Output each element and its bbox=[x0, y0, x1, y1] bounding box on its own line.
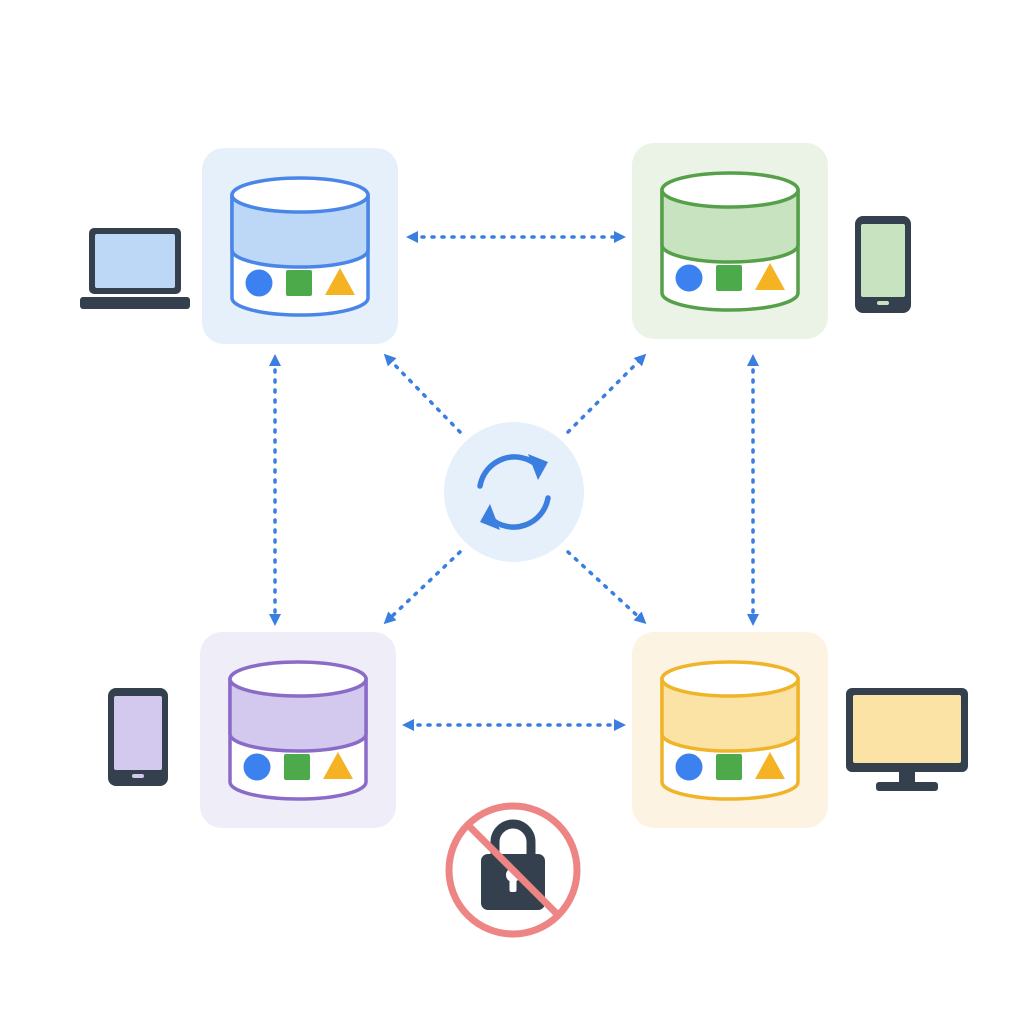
phone-icon bbox=[108, 688, 168, 786]
database-lid bbox=[660, 171, 800, 209]
spoke-to-bottom-left bbox=[383, 550, 462, 625]
phone-button bbox=[877, 301, 889, 305]
monitor-icon bbox=[846, 688, 968, 791]
database-lid bbox=[230, 176, 370, 214]
no-lock-icon bbox=[445, 802, 581, 938]
replica-node-bottom-left bbox=[200, 632, 396, 828]
replica-nodes bbox=[200, 143, 828, 828]
database-band bbox=[660, 677, 800, 753]
lock-shackle bbox=[490, 819, 536, 854]
triangle-icon bbox=[325, 268, 355, 295]
laptop-screen bbox=[95, 234, 175, 288]
replica-node-bottom-right bbox=[632, 632, 828, 828]
replica-node-top-left bbox=[202, 148, 398, 344]
square-icon bbox=[716, 754, 742, 780]
square-icon bbox=[716, 265, 742, 291]
prohibit-slash bbox=[465, 822, 561, 918]
laptop-icon bbox=[80, 228, 190, 309]
phone-button bbox=[132, 774, 144, 778]
circle-icon bbox=[243, 753, 271, 781]
database-band bbox=[228, 677, 368, 753]
database-lid bbox=[228, 660, 368, 698]
sync-arc-bottom bbox=[487, 495, 551, 530]
triangle-icon bbox=[323, 752, 353, 779]
replica-node-top-right bbox=[632, 143, 828, 339]
data-shapes bbox=[675, 752, 785, 781]
database-lid bbox=[660, 660, 800, 698]
sync-arrowhead-top bbox=[528, 454, 548, 480]
spoke-to-top-right bbox=[566, 353, 647, 434]
phone-icon bbox=[855, 216, 911, 313]
triangle-icon bbox=[755, 263, 785, 290]
client-devices bbox=[80, 216, 968, 791]
monitor-stand bbox=[876, 782, 938, 791]
sync-hub bbox=[444, 422, 584, 562]
database-band bbox=[660, 188, 800, 264]
square-icon bbox=[286, 270, 312, 296]
data-shapes bbox=[675, 263, 785, 292]
circle-icon bbox=[675, 753, 703, 781]
phone-screen bbox=[861, 224, 905, 297]
circle-icon bbox=[245, 269, 273, 297]
sync-icon bbox=[477, 454, 551, 530]
links-layer bbox=[269, 231, 759, 731]
triangle-icon bbox=[755, 752, 785, 779]
sync-arc-top bbox=[477, 454, 541, 489]
lock-keyhole-slot bbox=[509, 876, 517, 892]
hub-circle bbox=[444, 422, 584, 562]
monitor-neck bbox=[899, 772, 915, 784]
square-icon bbox=[284, 754, 310, 780]
hub-spokes bbox=[383, 353, 647, 625]
data-shapes bbox=[245, 268, 355, 297]
footer-badge bbox=[445, 802, 581, 938]
laptop-base bbox=[80, 297, 190, 309]
spoke-to-top-left bbox=[383, 353, 462, 434]
phone-screen bbox=[114, 696, 162, 770]
monitor-screen bbox=[853, 695, 961, 763]
data-shapes bbox=[243, 752, 353, 781]
sync-arrowhead-bottom bbox=[480, 504, 500, 530]
circle-icon bbox=[675, 264, 703, 292]
spoke-to-bottom-right bbox=[566, 550, 647, 625]
database-band bbox=[230, 193, 370, 269]
